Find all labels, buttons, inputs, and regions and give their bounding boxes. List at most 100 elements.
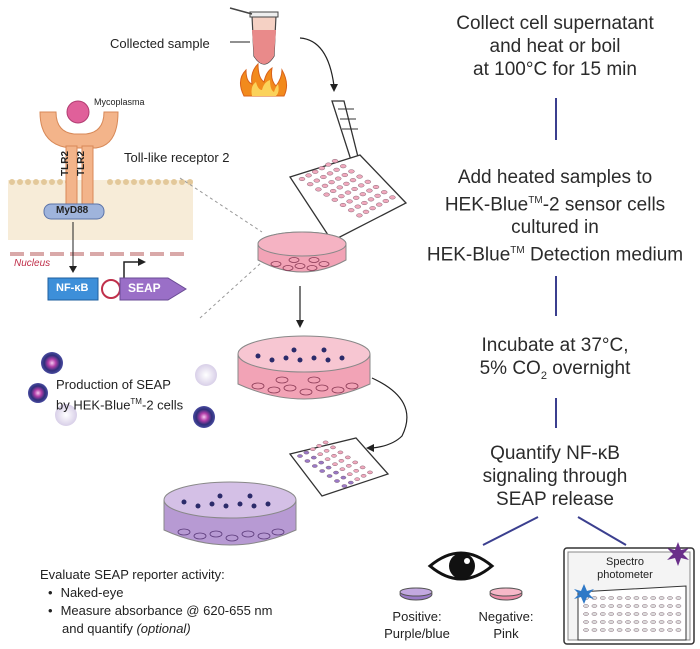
plate-well [320, 174, 327, 179]
plate-well [316, 444, 323, 448]
plate-well [340, 475, 347, 480]
plate-well [608, 596, 615, 600]
plate-well [364, 179, 372, 184]
mycoplasma-label: Mycoplasma [94, 97, 145, 107]
plate-well [337, 450, 344, 455]
plate-well [642, 620, 648, 624]
production-seap-label: Production of SEAP by HEK-BlueTM-2 cells [56, 377, 184, 413]
plate-well [349, 178, 357, 183]
plate-well [322, 440, 329, 445]
pipette-and-plate [288, 100, 408, 242]
plate-well [650, 628, 656, 632]
plate-well [332, 462, 338, 466]
positive-dish-icon [399, 587, 433, 601]
plate-well [346, 464, 352, 468]
step1-line1: Collect cell supernatant [456, 13, 654, 34]
nucleus-label: Nucleus [14, 258, 51, 269]
plate-well [356, 213, 363, 218]
tlr2-receptor-label: Toll-like receptor 2 [124, 150, 230, 165]
plate-well [675, 620, 682, 624]
step2-line3: cultured in [511, 217, 599, 239]
plate-well [625, 604, 631, 608]
plate-well [667, 620, 673, 624]
plate-well [658, 596, 665, 600]
myd88-label: MyD88 [56, 205, 89, 216]
plate-well [633, 596, 640, 600]
negative-label: Negative:Pink [478, 609, 534, 641]
seap-label: SEAP [128, 281, 161, 295]
plate-well [318, 166, 325, 171]
plate-well [389, 195, 396, 200]
plate-well [616, 620, 623, 624]
plate-well [633, 628, 640, 632]
plate-well [583, 604, 589, 608]
plate-well [343, 181, 350, 186]
plate-well [339, 202, 347, 207]
cell-pathway-diagram [8, 100, 193, 301]
plate-well [625, 628, 631, 632]
step2-line4: HEK-BlueTM Detection medium [426, 244, 684, 266]
plate-well [374, 193, 381, 198]
plate-well [650, 604, 656, 608]
plate-well [297, 454, 303, 458]
plate-well [675, 596, 682, 600]
plate-well [313, 178, 320, 183]
plate-well [347, 472, 353, 476]
eye-icon [427, 551, 495, 581]
plate-well [658, 612, 665, 616]
plate-well [608, 604, 615, 608]
plate-well [321, 183, 329, 188]
plate-well [650, 612, 656, 616]
plate-well [333, 470, 339, 475]
plate-well [591, 604, 598, 608]
petri-dish-small [257, 231, 347, 273]
collected-sample-label: Collected sample [110, 36, 210, 51]
plate-well [633, 620, 640, 624]
evaluate-item-absorbance: Measure absorbance @ 620-655 nm [48, 602, 273, 620]
step3-line2: 5% CO2 overnight [479, 358, 631, 382]
plate-well [331, 454, 337, 458]
plate-well [616, 604, 623, 608]
negative-dish-icon [489, 587, 523, 601]
plate-well [667, 596, 673, 600]
plate-well [675, 604, 682, 608]
petri-dish-incubation [237, 335, 371, 400]
plate-well [591, 612, 598, 616]
step-add-samples-text: Add heated samples to HEK-BlueTM-2 senso… [410, 166, 700, 267]
plate-well [341, 484, 348, 488]
plate-well [367, 470, 373, 475]
step1-line3: at 100°C for 15 min [473, 59, 637, 80]
plate-well [616, 628, 623, 632]
plate-well [608, 612, 615, 616]
plate-well [353, 469, 359, 473]
plate-well [591, 628, 598, 632]
plate-well [354, 204, 362, 209]
plate-well [583, 620, 589, 624]
plate-well [326, 171, 334, 176]
plate-well [616, 612, 623, 616]
plate-well [315, 187, 322, 192]
plate-well [312, 169, 319, 174]
plate-well [338, 194, 345, 199]
plate-well [323, 192, 330, 197]
step2-line2: HEK-BlueTM-2 sensor cells [444, 194, 666, 216]
nfkb-label: NF-κB [56, 282, 89, 294]
plate-well [317, 452, 324, 456]
plate-well [583, 628, 589, 632]
step4-line1: Quantify NF-κB [490, 443, 620, 464]
plate-well [360, 474, 367, 478]
plate-well [311, 464, 318, 468]
plate-well [633, 604, 640, 608]
plate-well [372, 184, 380, 189]
plate-well [319, 469, 326, 473]
plate-well [667, 604, 673, 608]
plate-well [658, 628, 665, 632]
plate-well [310, 455, 317, 460]
plate-well [667, 612, 673, 616]
plate-well [667, 628, 673, 632]
step-connector-2 [555, 276, 557, 316]
step3-line1: Incubate at 37°C, [481, 335, 629, 356]
plate-well [330, 188, 337, 193]
